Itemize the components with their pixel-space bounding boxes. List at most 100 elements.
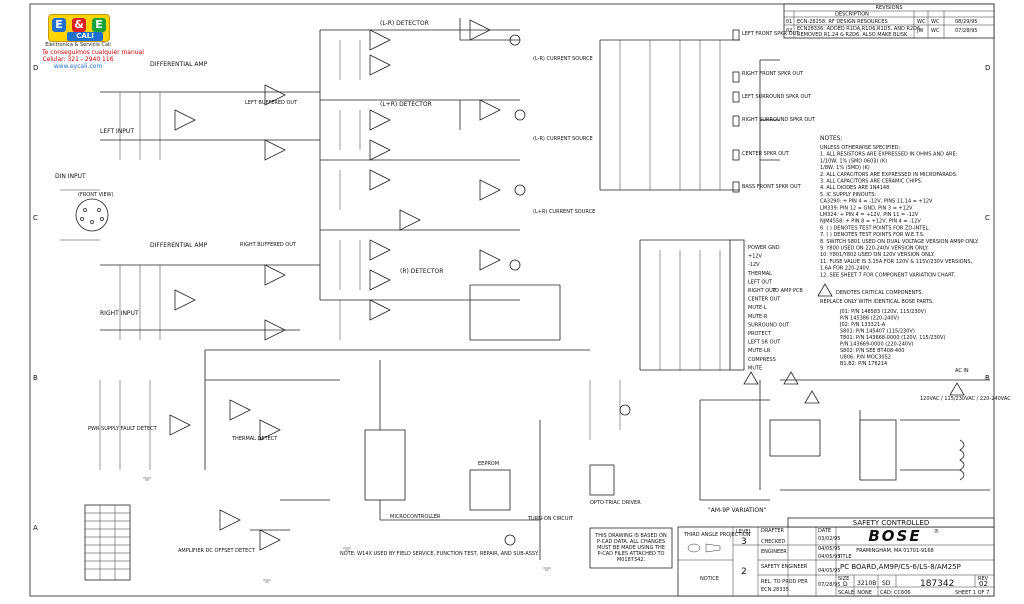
drafter-label: DRAFTER [761, 528, 785, 534]
border-mark-left-b: B [33, 374, 38, 382]
label-to-amp-pcb: TO AMP PCB [771, 288, 803, 294]
border-mark-right-d: D [985, 64, 990, 72]
label-left-input: LEFT INPUT [100, 128, 134, 135]
date-2: 04/05/95 [818, 546, 840, 552]
revision-2-check: WC [931, 28, 940, 34]
label-turn-on: TURN-ON CIRCUIT [527, 516, 574, 522]
connector-pin-label: COMPRESS [748, 357, 776, 363]
label-diff-amp-top: DIFFERENTIAL AMP [150, 61, 208, 68]
date-1: 03/02/95 [818, 536, 840, 542]
critical-parts-list: J01: P/N 148583 (120V, 115/230V) P/N 145… [839, 309, 945, 367]
transformer-block [859, 419, 897, 481]
revisions-block: REVISIONS DESCRIPTION 01 ECN-28158: RF D… [783, 3, 995, 39]
revision-2-description-2: REMOVED R1.24 & R2D6. ALSO MAKE BLISK. [797, 32, 909, 38]
revision-2-number: 02 [786, 28, 792, 34]
logo-badge: E & E CALI [48, 14, 110, 42]
size-value: D [843, 581, 848, 588]
release-date: 07/28/95 [818, 582, 840, 588]
critical-part-line: S802: P/N SEE BT408-400 [840, 348, 904, 354]
notes-line: UNLESS OTHERWISE SPECIFIED: [820, 145, 900, 151]
connector-pin-label: SURROUND OUT [748, 322, 790, 328]
notes-line: CA3290: + PIN 4 = -12V, PINS 11,14 = +12… [820, 199, 933, 205]
notes-line: 12. SEE SHEET 7 FOR COMPONENT VARIATION … [820, 272, 956, 278]
label-l-r-detector: (L-R) DETECTOR [380, 20, 429, 27]
logo-letter-3: E [92, 18, 106, 32]
notes-line: 1/8W, 1% (SMD) (K) [820, 165, 870, 171]
label-right-buffered: RIGHT BUFFERED OUT [240, 242, 297, 248]
checker-label: CHECKED [761, 539, 785, 545]
connector-pin-label: MUTE [748, 365, 762, 371]
level-bottom: 2 [741, 567, 747, 577]
connector-pin-label: PROTECT [748, 331, 772, 337]
revision-1-check: WC [931, 19, 940, 25]
drawing-frame [29, 3, 995, 597]
connector-pin-label: THERMAL [747, 271, 772, 277]
revision-2-by: JW [916, 28, 923, 34]
revisions-title: REVISIONS [875, 5, 902, 11]
border-mark-right-b: B [985, 374, 990, 382]
label-pwr-supply-fault: PWR SUPPLY FAULT DETECT [88, 426, 158, 432]
title-label: TITLE [837, 554, 852, 560]
label-left-front: LEFT FRONT SPKR OUT [742, 31, 800, 37]
level-label: LEVEL [736, 529, 752, 535]
notes-line: 8. SWITCH S801 USED ON DUAL VOLTAGE VERS… [820, 239, 979, 245]
scale-value: SCALE: NONE [838, 590, 872, 596]
ecn-number: ECN 28335 [761, 587, 789, 593]
label-center: CENTER SPKR OUT [742, 151, 790, 157]
critical-line-1: DENOTES CRITICAL COMPONENTS. [836, 290, 923, 296]
critical-components-block: DENOTES CRITICAL COMPONENTS. REPLACE ONL… [820, 290, 934, 305]
connector-pin-label: MUTE-L [748, 305, 767, 311]
safety-controlled: SAFETY CONTROLLED [853, 519, 929, 527]
revision-1-date: 08/29/95 [955, 19, 977, 25]
circuit-wiring [60, 18, 990, 583]
connector-pin-label: CENTER OUT [748, 297, 781, 303]
label-din-input: DIN INPUT [55, 173, 86, 180]
revision-1-number: 01 [786, 19, 792, 25]
logo-website: www.eycali.com [53, 63, 103, 70]
opto-triac-chip [589, 464, 615, 496]
notes-line: 1. ALL RESISTORS ARE EXPRESSED IN OHMS A… [820, 152, 958, 158]
connector-pin-label: LEFT OUT [748, 279, 773, 285]
notes-title: NOTES: [820, 135, 843, 142]
drawing-title: PC BOARD,AM9P/CS-6/LS-8/AM25P [840, 563, 961, 571]
label-eeprom: EEPROM [478, 461, 499, 467]
critical-part-line: B1,B2: P/N 176214 [840, 361, 887, 367]
date-label: DATE [818, 528, 831, 534]
label-left-surround: LEFT SURROUND SPKR OUT [742, 94, 812, 100]
label-r-detector: (R) DETECTOR [400, 268, 443, 275]
connector-pin-label: MUTE-R [748, 314, 768, 320]
release-label: REL. TO PROD PER [761, 579, 808, 585]
border-mark-left-a: A [33, 524, 38, 532]
notes-line: 5. IC SUPPLY PINOUTS: [820, 192, 877, 198]
connector-pin-label: POWER GND [748, 245, 780, 251]
power-switch-block [769, 419, 821, 457]
notes-line: LM339: PIN 12 = GND, PIN 3 = +12V [820, 205, 913, 211]
critical-part-line: P/N 143669-0000 (220-240V) [840, 342, 913, 348]
engineer-label: ENGINEER [761, 549, 787, 555]
din-connector [75, 198, 109, 232]
label-amp-dc-offset: AMPLIFIER DC OFFSET DETECT [178, 548, 256, 554]
border-zone-marks: DCBADCBA [33, 64, 990, 532]
notice-title: NOTICE [700, 576, 719, 582]
logo: E & E CALI Electronica & Servicio Cali T… [42, 14, 144, 72]
critical-part-line: T801: P/N 143668-0000 (120V, 115/230V) [839, 335, 945, 341]
sheet-value: SHEET 1 OF 7 [955, 590, 989, 596]
label-right-surround: RIGHT SURROUND SPKR OUT [742, 117, 816, 123]
eeprom-chip [469, 469, 511, 511]
border-mark-left-c: C [33, 214, 38, 222]
label-lr-current: (L+R) CURRENT SOURCE [533, 209, 595, 215]
notes-line: 1/10W, 1% (SMD 0603) (K) [820, 158, 887, 164]
cad-value: CAD: CC606 [880, 590, 911, 596]
logo-tagline: Electronica & Servicio Cali [45, 42, 111, 48]
revision-2-description: ECN28336: ADDED R1DA,R1D6,R1D5, AND R2D6… [797, 26, 922, 32]
revisions-header-description: DESCRIPTION [835, 12, 869, 18]
code-value: 3210B [857, 580, 876, 587]
notes-line: NJM4558: + PIN 8 = +12V, PIN 4 = -12V [820, 219, 921, 225]
label-left-buffered: LEFT BUFFERED OUT [245, 100, 298, 106]
label-l-current: (L-R) CURRENT SOURCE [533, 136, 593, 142]
notes-line: 11. FUSE VALUE IS 3.15A FOR 120V & 115V/… [820, 259, 973, 265]
notes-line: 7. ( ) DENOTES TEST POINTS FOR W.E.T.S. [820, 232, 925, 238]
